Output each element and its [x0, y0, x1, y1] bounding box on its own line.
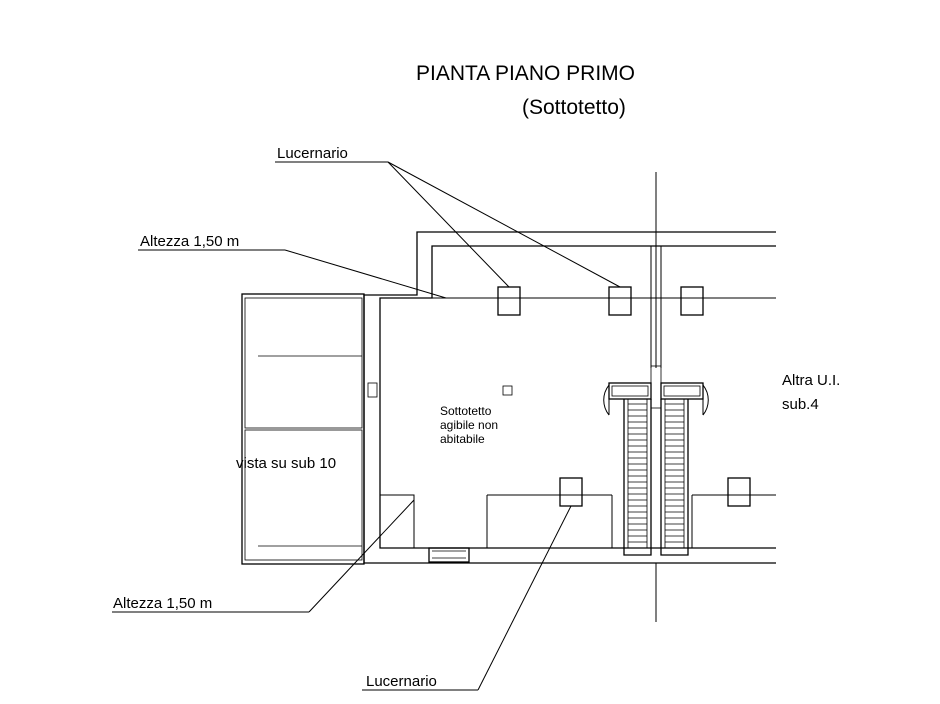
skylight: [497, 286, 521, 316]
staircase-right: [660, 382, 709, 556]
ridge-lines: [380, 297, 776, 548]
label-lucernario-bottom: Lucernario: [366, 673, 437, 690]
altra-ui-line1: Altra U.I.: [782, 372, 840, 389]
chimney-mark: [502, 385, 513, 396]
center-axis: [650, 172, 662, 622]
vista-balcony: [241, 293, 378, 565]
leader-lines: [112, 161, 621, 691]
plan-subtitle: (Sottotetto): [522, 96, 626, 119]
stair-treads: [628, 403, 684, 543]
room-label-line3: abitabile: [440, 432, 485, 446]
skylight: [559, 477, 583, 507]
label-altezza-top: Altezza 1,50 m: [140, 233, 239, 250]
small-wall-opening: [367, 382, 378, 398]
plan-title: PIANTA PIANO PRIMO: [416, 62, 635, 85]
skylight: [608, 286, 632, 316]
room-label-line2: agibile non: [440, 418, 498, 432]
bottom-window: [428, 547, 470, 563]
outer-walls: [363, 231, 776, 564]
label-altezza-bottom: Altezza 1,50 m: [113, 595, 212, 612]
skylight: [680, 286, 704, 316]
room-label-line1: Sottotetto: [440, 404, 492, 418]
staircase-left: [603, 382, 652, 556]
skylight: [727, 477, 751, 507]
altra-ui-line2: sub.4: [782, 396, 819, 413]
label-vista: vista su sub 10: [236, 455, 336, 472]
label-lucernario-top: Lucernario: [277, 145, 348, 162]
